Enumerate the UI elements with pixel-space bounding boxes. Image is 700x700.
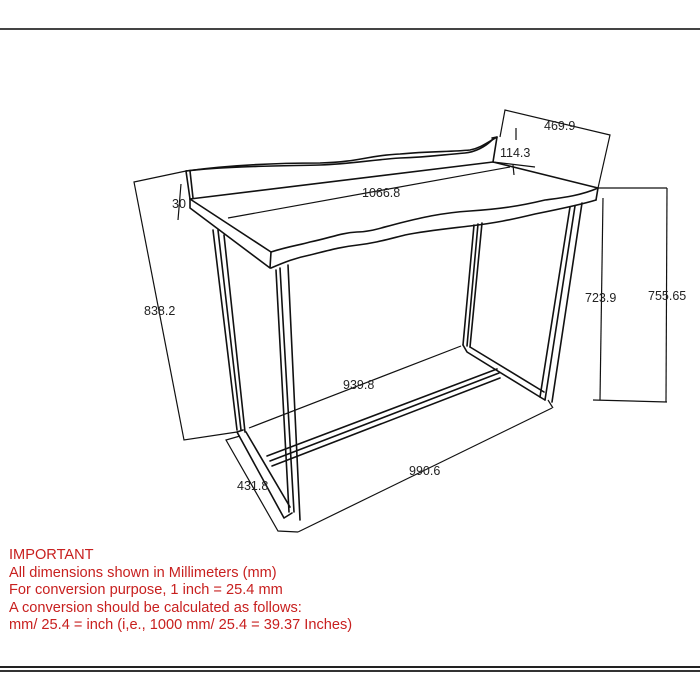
notes-line-conversion-intro: A conversion should be calculated as fol… [9, 599, 302, 616]
important-notes: IMPORTANT All dimensions shown in Millim… [9, 547, 352, 635]
dim-label-base-outer-width: 990.6 [409, 464, 440, 478]
dimension-labels: 469.9 114.3 30 1066.8 838.2 723.9 755.65… [144, 119, 686, 493]
dim-label-top-thickness: 30 [172, 197, 186, 211]
dim-label-under-top-height: 723.9 [585, 291, 616, 305]
dim-label-backsplash-height: 114.3 [500, 146, 530, 160]
dim-label-top-width: 1066.8 [362, 186, 400, 200]
dim-label-overall-height: 755.65 [648, 289, 686, 303]
dimension-lines [133, 109, 668, 533]
dim-label-depth-overall: 469.9 [544, 119, 575, 133]
notes-line-units: All dimensions shown in Millimeters (mm) [9, 564, 277, 581]
dim-label-side-depth: 838.2 [144, 304, 175, 318]
notes-line-conversion-example: mm/ 25.4 = inch (i,e., 1000 mm/ 25.4 = 3… [9, 617, 353, 634]
dim-label-base-inner-width: 939.8 [343, 378, 374, 392]
top-border-rule [0, 28, 700, 30]
bottom-border-rule [0, 666, 700, 668]
dim-label-base-depth: 431.8 [237, 479, 268, 493]
notes-line-conversion-factor: For conversion purpose, 1 inch = 25.4 mm [9, 582, 283, 599]
bottom-border-rule-inner [0, 670, 700, 672]
notes-heading: IMPORTANT [9, 547, 94, 563]
desk-top [185, 136, 599, 269]
desk-frame [212, 202, 583, 521]
